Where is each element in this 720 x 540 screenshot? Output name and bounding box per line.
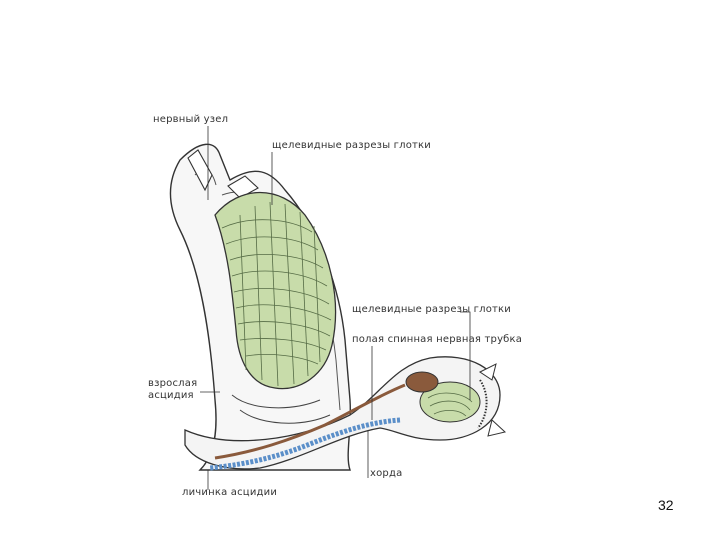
adult-gut	[231, 394, 331, 424]
label-nerve-ganglion: нервный узел	[153, 114, 229, 125]
label-larva: личинка асцидии	[182, 487, 278, 498]
pharynx-basket	[214, 192, 337, 390]
oral-siphon	[187, 149, 259, 199]
label-chord: хорда	[370, 468, 403, 479]
label-gill-slits-mid: щелевидные разрезы глотки	[352, 304, 511, 315]
neural-tube	[214, 383, 406, 460]
label-adult-ascidian: взрослая асцидия	[148, 378, 198, 401]
leader-slits-mid	[460, 311, 471, 400]
larva-pharynx	[419, 381, 481, 423]
label-gill-slits-top: щелевидные разрезы глотки	[272, 140, 431, 151]
label-neural-tube: полая спинная нервная трубка	[352, 334, 523, 345]
larva-brain	[405, 371, 439, 393]
notochord	[209, 417, 401, 471]
larva	[184, 356, 507, 471]
page-number: 32	[658, 497, 674, 513]
